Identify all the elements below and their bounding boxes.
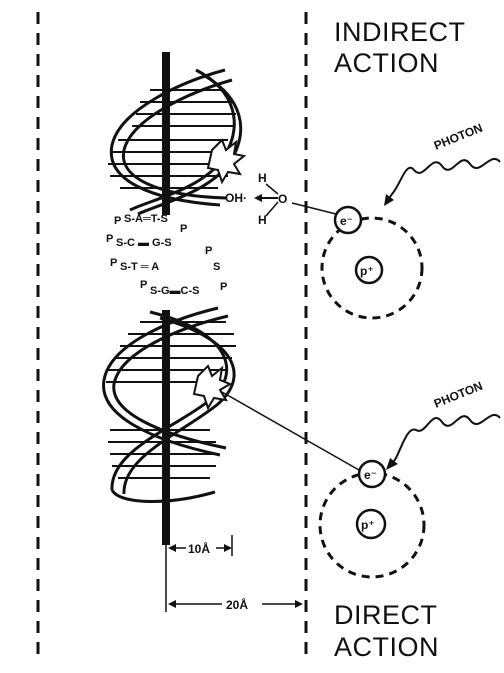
indirect-action-title-line1: INDIRECT xyxy=(334,17,466,47)
svg-text:P: P xyxy=(110,257,117,269)
photon-bottom-wave xyxy=(391,414,501,465)
sequence-row-4: S-G▬C-S xyxy=(150,285,200,297)
sequence-row-2: S-C ▬ G-S xyxy=(116,237,172,249)
direct-electron-line xyxy=(221,391,360,471)
base-pair-sequence: P S-A═T-S P P S-C ▬ G-S P P S-T ═ A S P … xyxy=(106,213,227,297)
direct-damage-mark xyxy=(192,364,233,411)
sequence-row-3: S-T ═ A xyxy=(120,261,159,273)
atom-top-orbit xyxy=(320,216,424,320)
svg-text:P: P xyxy=(114,215,121,227)
proton-bottom xyxy=(355,508,387,540)
svg-text:P: P xyxy=(205,245,212,257)
oh-radical-label: OH· xyxy=(225,191,247,205)
indirect-damage-mark xyxy=(206,138,247,185)
water-h2-label: H xyxy=(258,213,267,227)
electron-bottom-label: e⁻ xyxy=(364,468,377,482)
dim-10-label: 10Å xyxy=(188,541,210,556)
svg-text:P: P xyxy=(106,233,113,245)
direct-action-title-line2: ACTION xyxy=(334,632,439,662)
proton-top-label: p⁺ xyxy=(360,264,374,278)
electron-top xyxy=(333,205,363,235)
svg-text:S: S xyxy=(213,261,220,273)
svg-text:P: P xyxy=(140,279,147,291)
water-o-label: O xyxy=(278,192,287,206)
photon-bottom-label: PHOTON xyxy=(432,379,485,411)
photon-top-label: PHOTON xyxy=(432,121,485,153)
water-h1-label: H xyxy=(258,171,267,185)
photon-top-arrowhead xyxy=(384,194,394,206)
direct-action-title-line1: DIRECT xyxy=(334,600,438,630)
dim-20-label: 20Å xyxy=(226,597,248,612)
proton-top xyxy=(354,255,384,285)
sequence-row-1: S-A═T-S xyxy=(124,213,168,225)
photon-top-wave xyxy=(387,158,501,201)
water-electron-line xyxy=(291,202,337,215)
svg-text:P: P xyxy=(220,281,227,293)
photon-bottom-arrowhead xyxy=(386,458,398,470)
proton-bottom-label: p⁺ xyxy=(361,518,375,532)
electron-bottom xyxy=(357,459,387,489)
electron-top-label: e⁻ xyxy=(340,214,353,228)
svg-text:P: P xyxy=(180,223,187,235)
lower-helix xyxy=(102,306,236,503)
oh-arrow-head xyxy=(254,194,262,202)
indirect-action-title-line2: ACTION xyxy=(334,48,439,78)
